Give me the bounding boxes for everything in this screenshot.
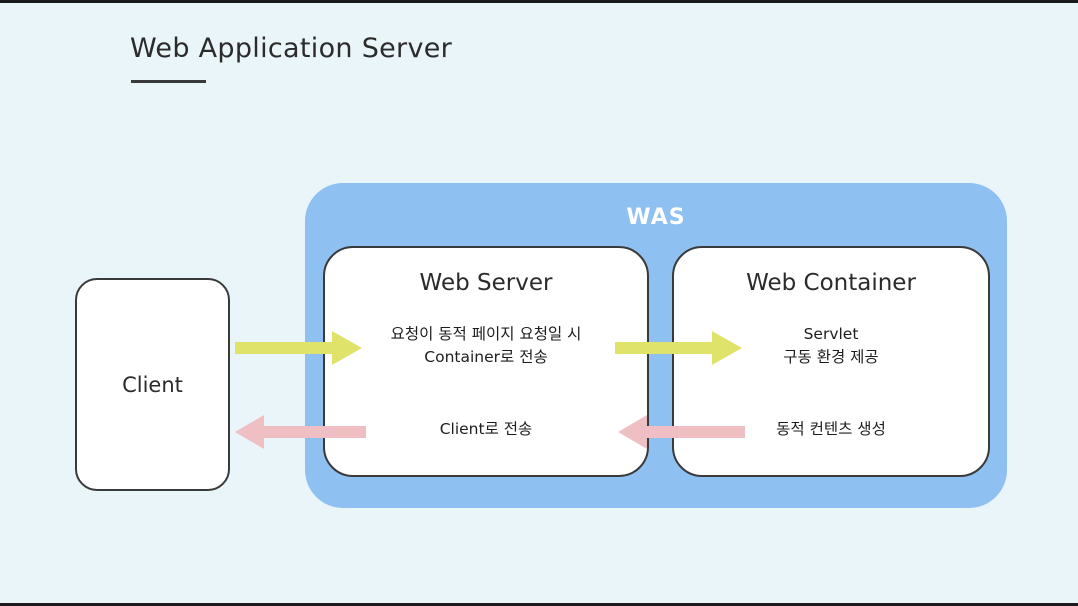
web-server-request-line2: Container로 전송 (424, 348, 548, 366)
web-container-servlet-line2: 구동 환경 제공 (783, 348, 879, 366)
request-arrow-server-to-container (615, 331, 742, 365)
web-container-box: Web Container Servlet 구동 환경 제공 동적 컨텐츠 생성 (672, 246, 990, 477)
was-container: WAS Web Server 요청이 동적 페이지 요청일 시 Containe… (305, 183, 1007, 508)
slide-title: Web Application Server (130, 33, 453, 64)
was-label: WAS (626, 205, 686, 230)
request-arrow-client-to-server (235, 331, 362, 365)
web-server-response-text: Client로 전송 (439, 420, 533, 438)
web-server-request-line1: 요청이 동적 페이지 요청일 시 (390, 325, 582, 343)
web-server-title: Web Server (419, 270, 553, 296)
title-underline (131, 80, 206, 83)
web-container-response-text: 동적 컨텐츠 생성 (776, 420, 886, 438)
client-box: Client (75, 278, 230, 491)
slide: Web Application Server Client WAS Web Se… (0, 3, 1078, 603)
diagram-arrows (235, 331, 745, 449)
web-server-box: Web Server 요청이 동적 페이지 요청일 시 Container로 전… (323, 246, 649, 477)
web-container-title: Web Container (746, 270, 916, 296)
response-arrow-container-to-server (618, 415, 745, 449)
client-label: Client (122, 372, 183, 397)
response-arrow-server-to-client (235, 415, 366, 449)
web-container-servlet-line1: Servlet (803, 325, 859, 343)
web-server-request-text: 요청이 동적 페이지 요청일 시 Container로 전송 (325, 323, 647, 369)
web-container-servlet-text: Servlet 구동 환경 제공 (674, 323, 988, 369)
